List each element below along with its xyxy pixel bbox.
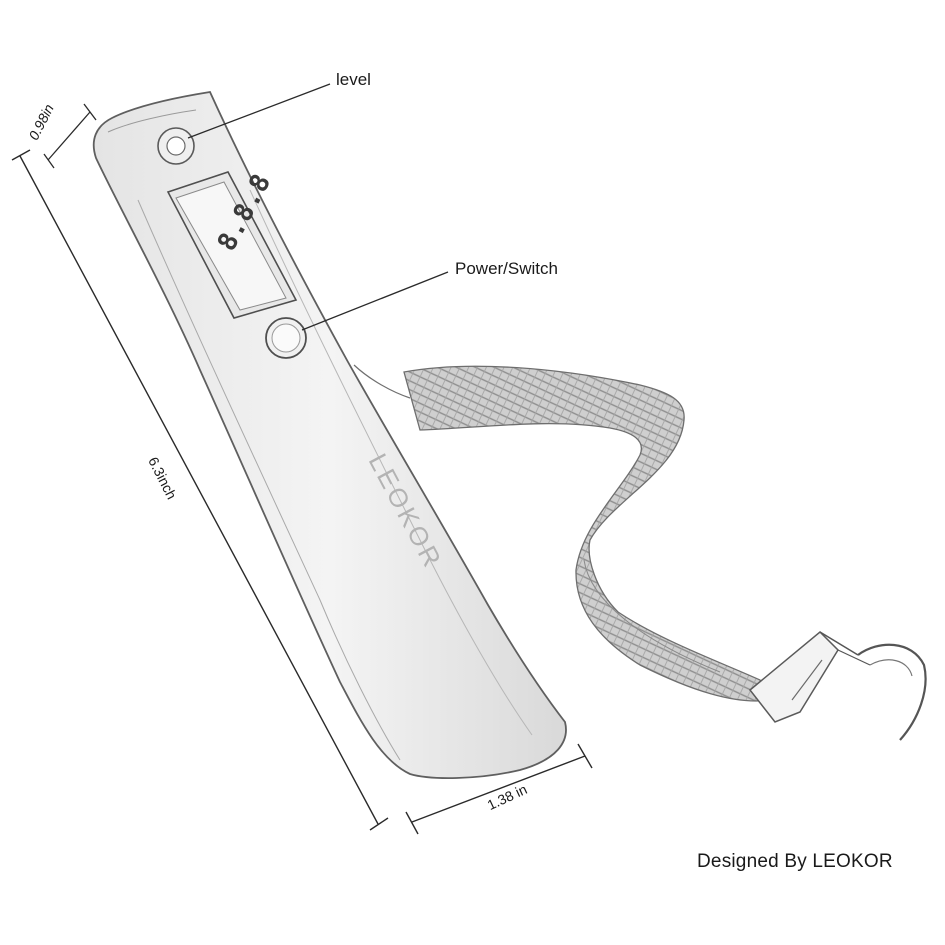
level-indicator-icon [157,127,195,165]
designed-by-caption: Designed By LEOKOR [697,851,893,872]
level-label: level [336,70,371,89]
width-dimension-line [43,103,97,169]
power-button-icon [265,317,307,359]
power-leader-line [301,271,449,331]
scale-body [92,91,567,779]
hook-icon [748,630,927,741]
depth-dimension-line [405,743,593,835]
level-leader-line [187,83,331,139]
length-dimension-line [11,149,389,831]
power-switch-label: Power/Switch [455,259,558,278]
lcd-display [166,171,298,319]
strap [403,365,771,702]
